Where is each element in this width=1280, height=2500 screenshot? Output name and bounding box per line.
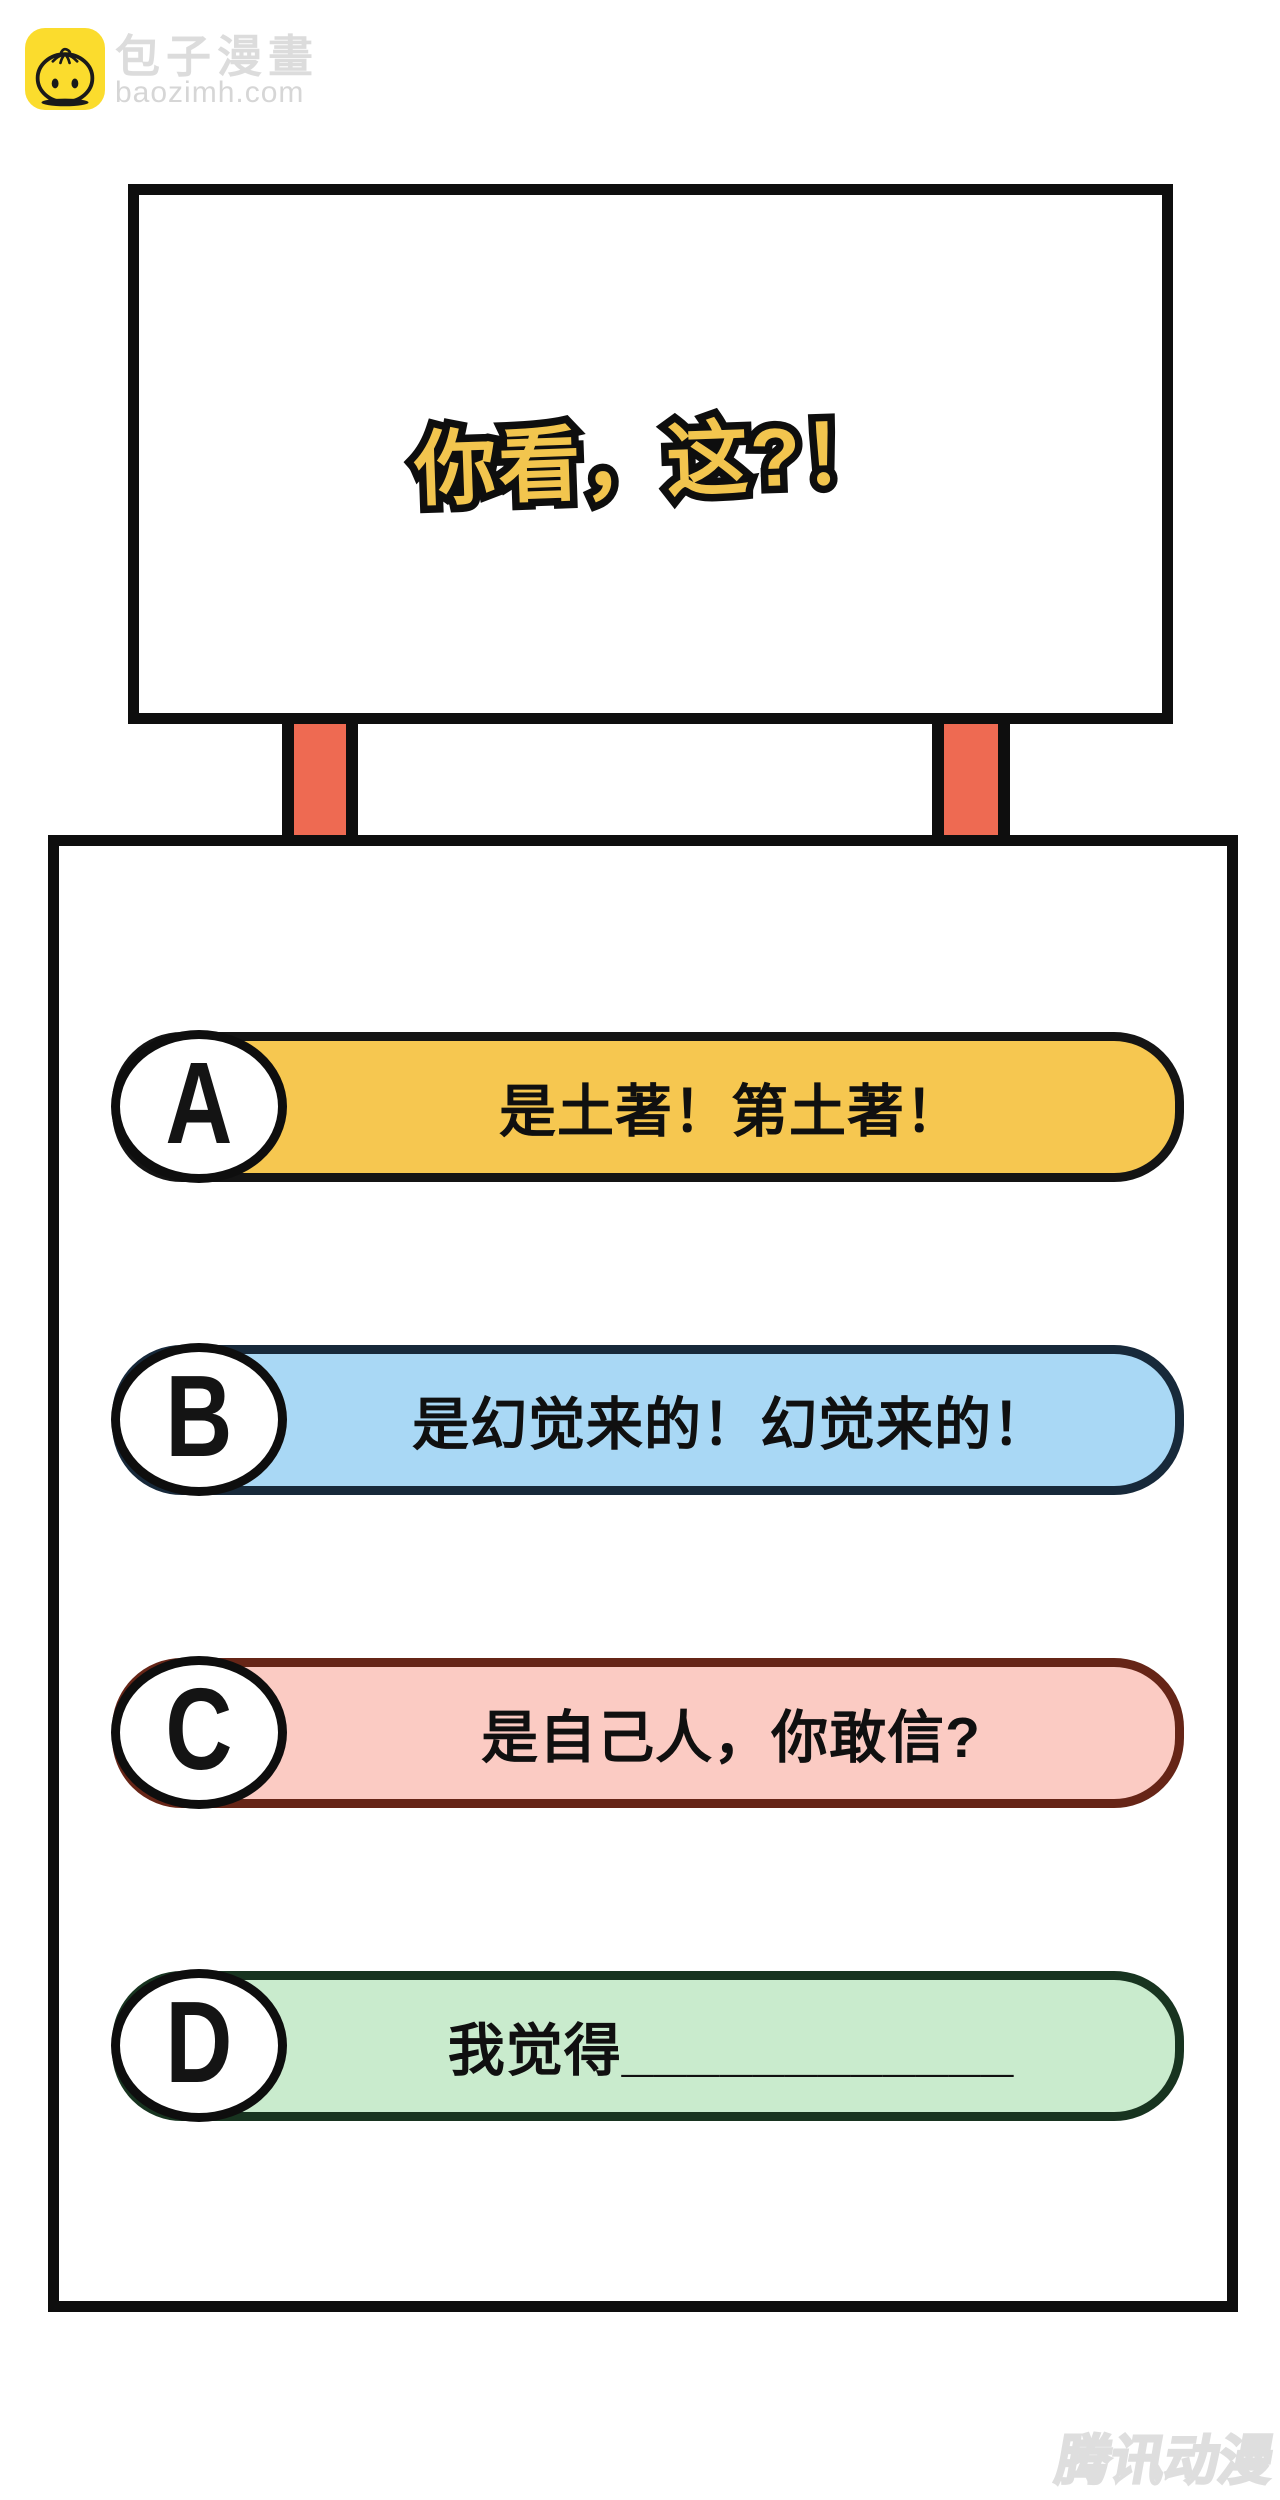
option-a[interactable]: 是土著！第土著！ A <box>111 1030 1184 1183</box>
sign-title-text: 你看，这?！ <box>413 408 889 516</box>
option-b-letter: B <box>165 1350 233 1481</box>
sign-board: 你看，这?！ 你看，这?！ <box>128 184 1173 724</box>
site-logo: 包子漫畫 baozimh.com <box>25 28 319 110</box>
option-c-label: 是自己人，你敢信? <box>481 1706 981 1770</box>
logo-title: 包子漫畫 <box>115 31 320 82</box>
sign-post-left <box>282 714 358 846</box>
option-d-letter: D <box>165 1976 233 2107</box>
logo-text: 包子漫畫 baozimh.com <box>115 28 319 110</box>
option-c-badge: C <box>111 1656 287 1809</box>
baozi-bun-icon <box>25 28 105 110</box>
option-b-label: 是幻觉来的！幻觉来的！ <box>412 1393 1050 1457</box>
option-b-badge: B <box>111 1343 287 1496</box>
option-a-badge: A <box>111 1030 287 1183</box>
option-c[interactable]: 是自己人，你敢信? C <box>111 1656 1184 1809</box>
option-c-letter: C <box>165 1663 233 1794</box>
option-d-badge: D <box>111 1969 287 2122</box>
logo-domain: baozimh.com <box>115 76 305 109</box>
sign-title: 你看，这?！ 你看，这?！ <box>406 386 896 523</box>
tencent-comics-watermark: 腾讯动漫 <box>1050 2430 1279 2493</box>
option-d-label: 我觉得____________ <box>447 2019 1015 2083</box>
option-a-label: 是土著！第土著！ <box>499 1080 963 1144</box>
option-d[interactable]: 我觉得____________ D <box>111 1969 1184 2122</box>
sign-post-right <box>932 714 1010 846</box>
option-a-letter: A <box>165 1037 233 1168</box>
option-b[interactable]: 是幻觉来的！幻觉来的！ B <box>111 1343 1184 1496</box>
